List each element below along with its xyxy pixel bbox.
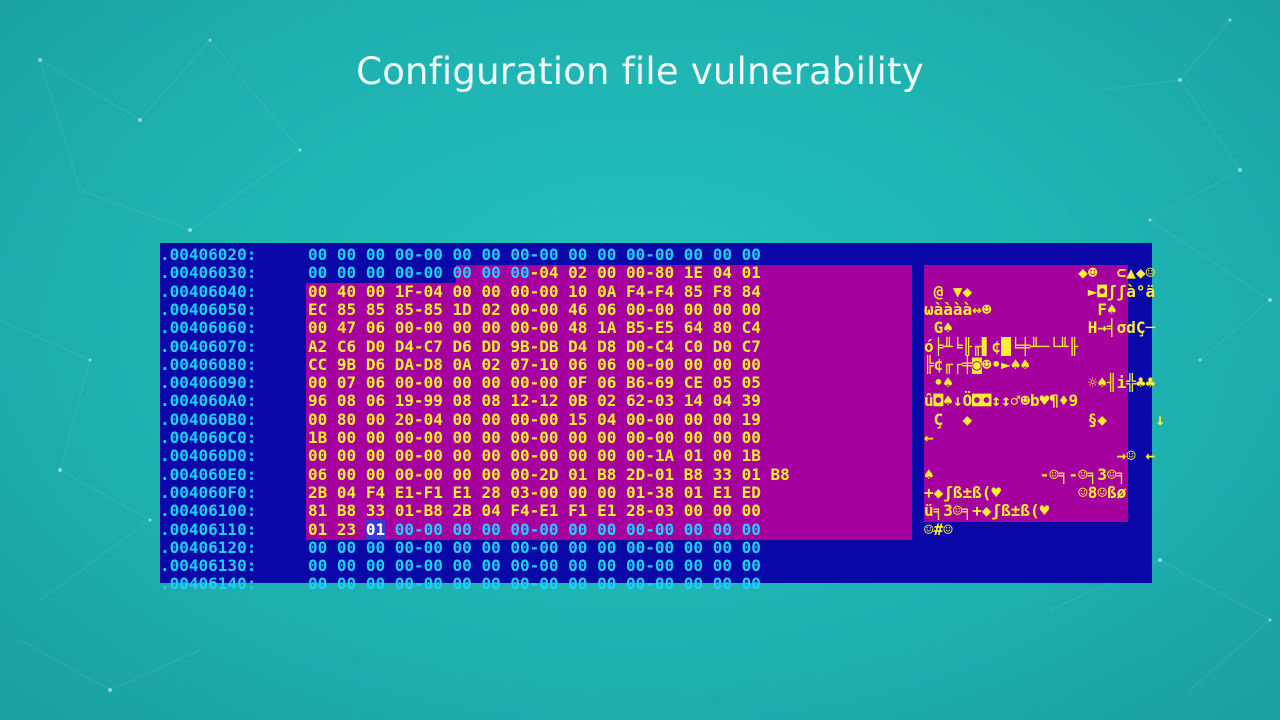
hex-row-ascii: ♠ -☺╕-☺╕3☺╕ xyxy=(924,464,1127,484)
hex-row-address: .004060F0: xyxy=(160,482,257,502)
hex-row-ascii: ó╞╨╘╟╓▌¢█╘╪╨─└╨╟ xyxy=(924,336,1079,356)
hex-row-bytes: 00 00 00 00-00 00 00 00-04 02 00 00-80 1… xyxy=(308,263,761,283)
hex-row-address: .00406030: xyxy=(160,263,257,283)
hex-row-address: .00406060: xyxy=(160,318,257,338)
hex-row-address: .00406100: xyxy=(160,501,257,521)
hex-row-bytes: 2B 04 F4 E1-F1 E1 28 03-00 00 00 01-38 0… xyxy=(308,482,761,502)
hex-row-bytes: 00 40 00 1F-04 00 00 00-00 10 0A F4-F4 8… xyxy=(308,281,761,301)
hex-row-address: .00406070: xyxy=(160,336,257,356)
hex-row-bytes: 96 08 06 19-99 08 08 12-12 0B 02 62-03 1… xyxy=(308,391,761,411)
selection-highlight-hex xyxy=(456,265,912,540)
hex-dump-panel: .00406020: 00 00 00 00-00 00 00 00-00 00 … xyxy=(160,243,1165,593)
hex-row-bytes: 00 07 06 00-00 00 00 00-00 0F 06 B6-69 C… xyxy=(308,373,761,393)
selection-highlight-ascii xyxy=(924,265,1128,522)
hex-row-ascii: ü╕3☺╕+◆ʃß±ß(♥ xyxy=(924,501,1050,521)
hex-row-bytes: CC 9B D6 DA-D8 0A 02 07-10 06 06 00-00 0… xyxy=(308,354,761,374)
hex-row-ascii: ◆☻ ⊂▲◆☺ xyxy=(924,263,1156,283)
hex-row-address: .00406040: xyxy=(160,281,257,301)
hex-row-address: .00406110: xyxy=(160,519,257,539)
hex-row-ascii: →☺ ← xyxy=(924,446,1156,466)
hex-row-ascii: ← xyxy=(924,428,934,447)
hex-row-address: .004060D0: xyxy=(160,446,257,466)
hex-row-address: .00406020: xyxy=(160,245,257,264)
hex-row-address: .00406120: xyxy=(160,537,257,557)
hex-row-address: .004060A0: xyxy=(160,391,257,411)
hex-row-ascii: •♠ ☼♠╢i╬♣♣ xyxy=(924,373,1156,393)
slide-title: Configuration file vulnerability xyxy=(356,50,924,93)
hex-row-address: .004060E0: xyxy=(160,464,257,484)
hex-row-ascii: G♠ H→╡σdÇ─ xyxy=(924,318,1156,338)
hex-row-bytes: 00 80 00 20-04 00 00 00-00 15 04 00-00 0… xyxy=(308,409,761,429)
hex-row-bytes: EC 85 85 85-85 1D 02 00-00 46 06 00-00 0… xyxy=(308,299,761,319)
hex-row-address: .00406090: xyxy=(160,373,257,393)
hex-row-bytes: 1B 00 00 00-00 00 00 00-00 00 00 00-00 0… xyxy=(308,428,761,447)
hex-row-address: .00406080: xyxy=(160,354,257,374)
hex-row-ascii: ☺#☺ xyxy=(924,519,953,539)
hex-row-bytes: 00 00 00 00-00 00 00 00-00 00 00 00-00 0… xyxy=(308,537,761,557)
hex-row-address: .004060B0: xyxy=(160,409,257,429)
hex-row-address: .00406140: xyxy=(160,574,257,594)
hex-row-bytes: 00 00 00 00-00 00 00 00-00 00 00 00-1A 0… xyxy=(308,446,761,466)
hex-row-bytes: 06 00 00 00-00 00 00 00-2D 01 B8 2D-01 B… xyxy=(308,464,790,484)
hex-row-ascii: ωàààà↔☻ F♠ xyxy=(924,299,1117,319)
hex-row-bytes: A2 C6 D0 D4-C7 D6 DD 9B-DB D4 D8 D0-C4 C… xyxy=(308,336,761,356)
hex-row-address: .00406050: xyxy=(160,299,257,319)
hex-row-ascii: ╠¢╓┌╪◙☻•►♠♠ xyxy=(924,354,1030,374)
hex-row-bytes: 00 00 00 00-00 00 00 00-00 00 00 00-00 0… xyxy=(308,574,761,594)
hex-row-ascii: +◆ʃß±ß(♥ ☺8☺ßø xyxy=(924,482,1127,502)
hex-row-address: .00406130: xyxy=(160,556,257,576)
hex-row-bytes: 01 23 01 00-00 00 00 00-00 00 00 00-00 0… xyxy=(308,519,761,539)
hex-row-ascii: û◘♠↓Ö◘◘↕↕♂☻b♥¶♦9 xyxy=(924,391,1079,411)
hex-row-ascii: Ç ◆ §◆ ↓ xyxy=(924,409,1165,429)
hex-row-bytes: 00 47 06 00-00 00 00 00-00 48 1A B5-E5 6… xyxy=(308,318,761,338)
selection-highlight-hex-first xyxy=(306,283,456,540)
hex-row-bytes: 00 00 00 00-00 00 00 00-00 00 00 00-00 0… xyxy=(308,245,761,264)
hex-row-address: .004060C0: xyxy=(160,428,257,447)
hex-row-ascii: @ ▼◆ ►◘ʃʃà°ä xyxy=(924,281,1156,301)
hex-row-bytes: 81 B8 33 01-B8 2B 04 F4-E1 F1 E1 28-03 0… xyxy=(308,501,761,521)
hex-row-bytes: 00 00 00 00-00 00 00 00-00 00 00 00-00 0… xyxy=(308,556,761,576)
